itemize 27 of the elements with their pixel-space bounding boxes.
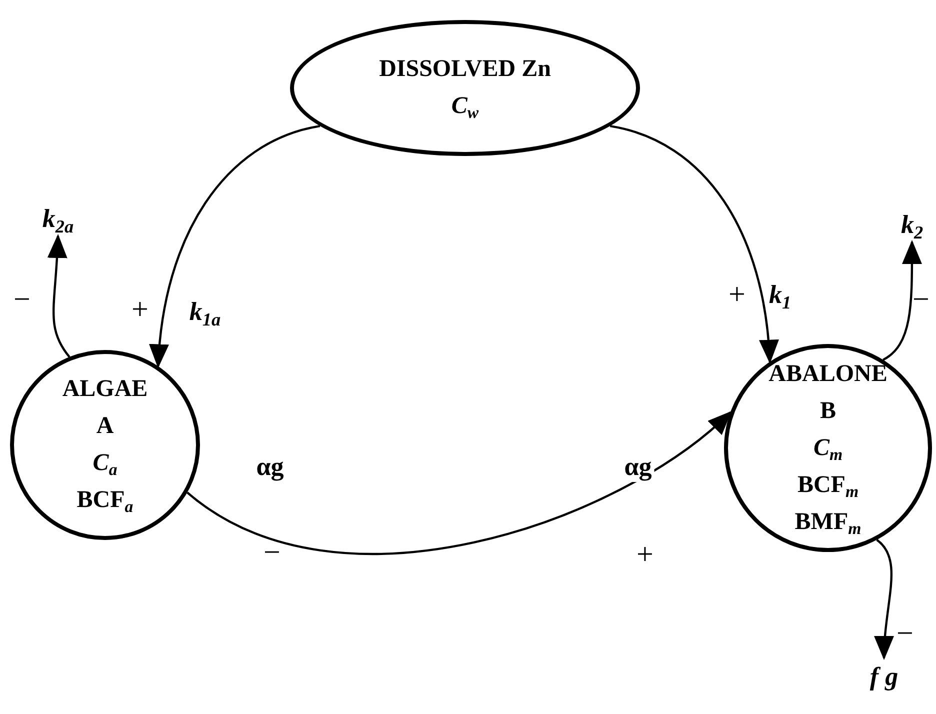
arrow: [610, 124, 778, 364]
node-text: BCF$_{a}$: [76, 486, 134, 518]
node-text: C$_{m}$: [813, 434, 843, 466]
arrow: [874, 539, 895, 660]
node-text: ABALONE: [768, 360, 888, 388]
sign-label: −: [912, 283, 930, 317]
sign-label: +: [130, 293, 150, 327]
node-text: DISSOLVED Zn: [379, 55, 551, 84]
node-text: A: [96, 412, 114, 441]
sign-label: −: [896, 617, 914, 651]
sign-label: −: [262, 536, 282, 570]
node-text: B: [820, 396, 836, 426]
node-text: C$_{w}$: [451, 92, 479, 124]
sign-label: +: [636, 538, 654, 572]
node-text: C$_{a}$: [92, 449, 118, 482]
arrow: [882, 240, 922, 361]
sign-label: +: [728, 278, 746, 312]
arrow: [186, 411, 732, 555]
arrow: [47, 234, 70, 358]
arrow: [150, 124, 320, 368]
node-text: ALGAE: [62, 375, 148, 404]
rate-label: k$_{2a}$: [42, 202, 74, 236]
node-text: BCF$_{m}$: [797, 470, 859, 503]
node-text: BMF$_{m}$: [794, 508, 862, 540]
sign-label: −: [12, 283, 32, 317]
rate-label: k$_{2}$: [900, 208, 924, 242]
rate-label: f g: [870, 660, 898, 692]
